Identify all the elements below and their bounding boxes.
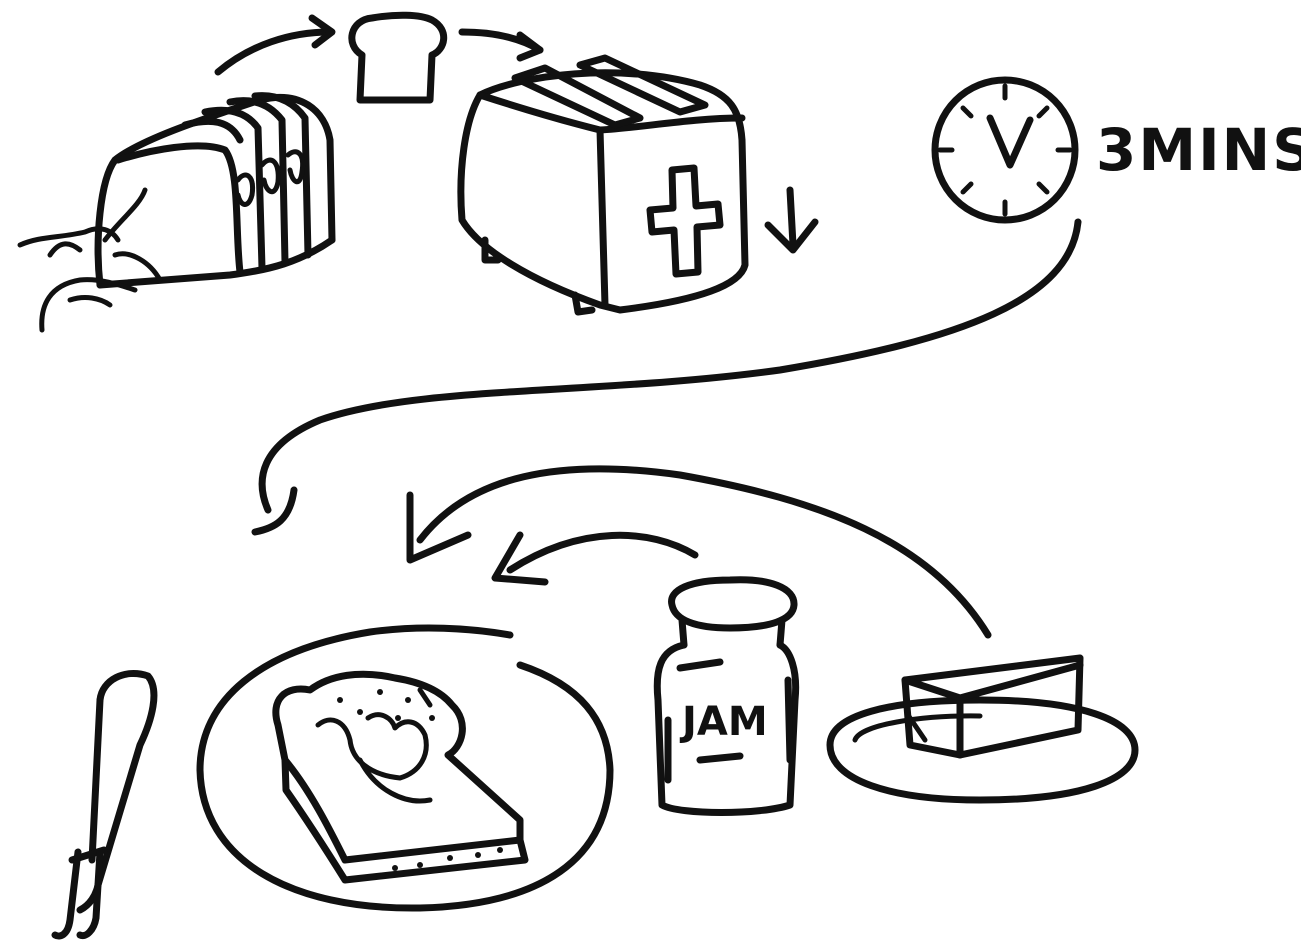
arrow-clock-to-plate <box>255 222 1078 532</box>
arrow-slice-to-toaster <box>462 32 540 58</box>
arrow-loaf-to-slice <box>218 18 332 72</box>
arrow-jam-to-plate <box>495 535 695 582</box>
arrow-butter-to-plate <box>410 469 988 635</box>
toaster-icon <box>461 58 815 312</box>
butter-dish-icon <box>830 658 1135 800</box>
jam-label: JAM <box>679 699 768 745</box>
clock-icon <box>935 80 1075 220</box>
bread-slice-icon <box>352 15 444 100</box>
knife-icon <box>55 673 154 936</box>
toast-icon <box>276 674 525 880</box>
plate-icon <box>200 628 610 908</box>
bread-loaf-icon <box>20 96 332 330</box>
timer-label: 3MINS <box>1096 116 1301 184</box>
jam-jar-icon: JAM <box>657 580 795 813</box>
